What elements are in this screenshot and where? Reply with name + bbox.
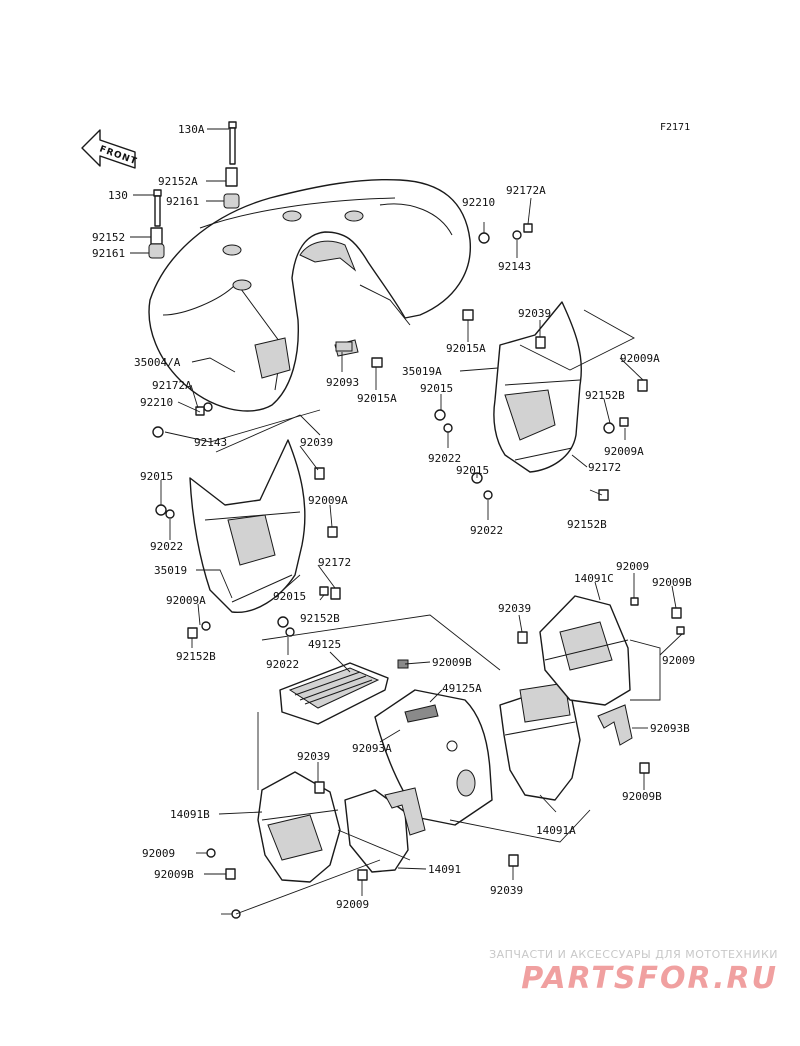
callout-label: 92015A — [446, 342, 486, 355]
callout-label: 92022 — [470, 524, 503, 537]
callout-label: 92009A — [166, 594, 206, 607]
collar-92152 — [150, 227, 163, 245]
callout-label: 92039 — [300, 436, 333, 449]
callout-label: 92093A — [352, 742, 392, 755]
panel-14091B — [257, 771, 341, 883]
callout-label: 92009B — [432, 656, 472, 669]
collar-92152A — [225, 167, 238, 187]
callout-label: 14091A — [536, 824, 576, 837]
callout-label: 92152A — [158, 175, 198, 188]
callout-label: 92015 — [140, 470, 173, 483]
callout-label: 14091C — [574, 572, 614, 585]
watermark-brand: PARTSFOR.RU — [521, 961, 778, 996]
callout-label: 14091B — [170, 808, 210, 821]
callout-label: 49125 — [308, 638, 341, 651]
callout-label: 35019A — [402, 365, 442, 378]
callout-label: 92009A — [604, 445, 644, 458]
callout-label: 92039 — [297, 750, 330, 763]
callout-label: 92172A — [152, 379, 192, 392]
callout-label: 92210 — [140, 396, 173, 409]
callout-label: 92015A — [357, 392, 397, 405]
callout-label: 92015 — [456, 464, 489, 477]
callout-label: 92093B — [650, 722, 690, 735]
callout-label: 92039 — [490, 884, 523, 897]
watermark: ЗАПЧАСТИ И АКСЕССУАРЫ ДЛЯ МОТОТЕХНИКИ PA… — [489, 948, 778, 996]
callout-label: 92172 — [588, 461, 621, 474]
small-fasteners — [152, 223, 685, 919]
callout-label: 92009 — [616, 560, 649, 573]
inner-cover-35019 — [189, 439, 306, 613]
callout-label: 130A — [178, 123, 205, 136]
callout-label: 92009 — [142, 847, 175, 860]
panel-14091A — [499, 682, 581, 801]
callout-label: 92009B — [154, 868, 194, 881]
callout-label: 35004/A — [134, 356, 181, 369]
inner-cover-35019A — [493, 301, 582, 473]
callout-label: 49125A — [442, 682, 482, 695]
front-arrow-icon: FRONT — [81, 129, 138, 169]
panel-14091 — [344, 787, 426, 873]
callout-label: 92022 — [266, 658, 299, 671]
callout-label: 130 — [108, 189, 128, 202]
callout-label: 92009A — [308, 494, 348, 507]
seal-92093B — [597, 704, 633, 746]
callout-label: 92172 — [318, 556, 351, 569]
callout-label: 92009 — [336, 898, 369, 911]
callout-label: 92152 — [92, 231, 125, 244]
callout-label: 92143 — [194, 436, 227, 449]
bolt-130 — [153, 189, 162, 227]
callout-label: 92143 — [498, 260, 531, 273]
callout-label: 92152B — [176, 650, 216, 663]
callout-label: 92210 — [462, 196, 495, 209]
callout-label: 92161 — [166, 195, 199, 208]
panel-14091C — [539, 595, 631, 706]
callout-label: 92009B — [622, 790, 662, 803]
callout-label: 92152B — [300, 612, 340, 625]
tool-box-49125 — [279, 662, 389, 725]
bolt-130A — [228, 121, 237, 165]
callout-label: 92172A — [506, 184, 546, 197]
callout-label: 92009A — [620, 352, 660, 365]
callout-label: 92161 — [92, 247, 125, 260]
callout-label: 92015 — [273, 590, 306, 603]
callout-label: 35019 — [154, 564, 187, 577]
front-fender-35004 — [148, 178, 472, 412]
callout-label: 14091 — [428, 863, 461, 876]
guide-lines — [215, 309, 661, 915]
callout-label: 92152B — [567, 518, 607, 531]
callout-label: 92022 — [428, 452, 461, 465]
callout-label: 92152B — [585, 389, 625, 402]
callout-label: 92015 — [420, 382, 453, 395]
callout-label: 92009B — [652, 576, 692, 589]
callout-label: 92009 — [662, 654, 695, 667]
callout-label: 92039 — [498, 602, 531, 615]
watermark-tagline: ЗАПЧАСТИ И АКСЕССУАРЫ ДЛЯ МОТОТЕХНИКИ — [489, 948, 778, 961]
callout-label: 92022 — [150, 540, 183, 553]
callout-label: 92093 — [326, 376, 359, 389]
callout-label: 92039 — [518, 307, 551, 320]
figure-code: F2171 — [660, 122, 690, 133]
callouts: 130A 92152A 92161 130 92152 92161 35004/… — [92, 123, 695, 915]
